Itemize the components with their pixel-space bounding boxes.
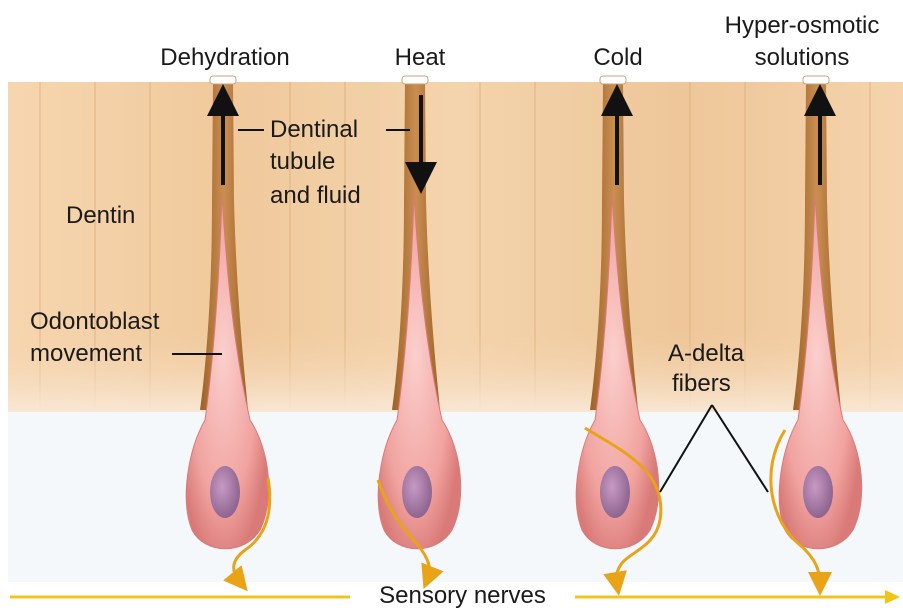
label-heat: Heat xyxy=(370,44,470,72)
nucleus xyxy=(402,466,432,518)
label-tubule-1: Dentinal xyxy=(270,116,358,144)
nucleus xyxy=(600,466,630,518)
nucleus xyxy=(210,466,240,518)
label-dentin: Dentin xyxy=(66,202,135,230)
label-adelta-2: fibers xyxy=(672,370,731,398)
label-odontoblast-2: movement xyxy=(30,340,142,368)
label-cold: Cold xyxy=(568,44,668,72)
sensory-arrowhead xyxy=(885,590,900,604)
label-odontoblast-1: Odontoblast xyxy=(30,308,159,336)
label-sensory-nerves: Sensory nerves xyxy=(350,582,575,610)
nucleus xyxy=(803,466,833,518)
label-adelta-1: A-delta xyxy=(668,340,744,368)
label-hyperosmotic-2: solutions xyxy=(702,44,902,72)
label-dehydration: Dehydration xyxy=(140,44,310,72)
label-tubule-2: tubule xyxy=(270,148,335,176)
label-tubule-3: and fluid xyxy=(270,182,361,210)
label-hyperosmotic-1: Hyper-osmotic xyxy=(702,12,902,40)
